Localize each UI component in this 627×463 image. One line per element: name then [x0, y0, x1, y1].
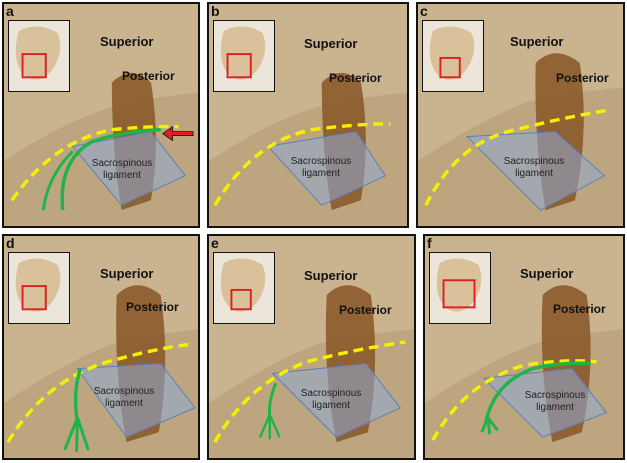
bone-scene: [209, 4, 407, 226]
panel-letter: d: [6, 235, 15, 251]
dashed-line: [431, 359, 597, 441]
bone-scene: [4, 4, 198, 226]
inset-red-box: [230, 288, 252, 311]
ligament-shape: [266, 131, 387, 206]
arrow-icon: [162, 126, 194, 142]
dashed-line: [10, 124, 179, 202]
inset-red-box: [21, 285, 47, 311]
inset-red-box: [226, 53, 252, 79]
ligament-label: Sacrospinous ligament: [515, 390, 595, 414]
ligament-label-line2: ligament: [515, 168, 553, 179]
panel-c: c Superior Posterior Sacrospinous ligame…: [416, 2, 625, 228]
posterior-label: Posterior: [556, 71, 609, 85]
ligament-label: Sacrospinous ligament: [82, 158, 162, 182]
dashed-line: [6, 342, 193, 443]
ligament-label-line1: Sacrospinous: [503, 156, 565, 167]
posterior-label: Posterior: [126, 300, 179, 314]
ligament-label-line2: ligament: [312, 400, 350, 411]
panel-letter: c: [420, 3, 428, 19]
superior-label: Superior: [304, 36, 358, 51]
ligament-label: Sacrospinous ligament: [494, 156, 574, 180]
ligament-label-line2: ligament: [302, 168, 340, 179]
inset-red-box: [439, 56, 461, 79]
panel-a: a Superior Posterior Sacrospinous ligame…: [2, 2, 200, 228]
inset-thumbnail: [429, 252, 491, 324]
dashed-line: [213, 122, 391, 207]
ligament-label-line1: Sacrospinous: [524, 390, 586, 401]
ligament-label-line2: ligament: [103, 170, 141, 181]
panel-letter: b: [211, 3, 220, 19]
ligament-shape: [71, 131, 187, 206]
ligament-label-line1: Sacrospinous: [91, 158, 153, 169]
nerve-path: [484, 361, 590, 423]
ligament-shape: [482, 368, 608, 438]
ligament-label-line1: Sacrospinous: [290, 156, 352, 167]
panel-e: e Superior Posterior Sacrospinous ligame…: [207, 234, 416, 460]
inset-thumbnail: [213, 252, 275, 324]
nerve-branch: [258, 414, 281, 440]
ligament-label-line1: Sacrospinous: [93, 386, 155, 397]
panel-letter: a: [6, 3, 14, 19]
ligament-shape: [271, 363, 402, 438]
dashed-line: [213, 340, 406, 443]
inset-thumbnail: [8, 252, 70, 324]
inset-thumbnail: [422, 20, 484, 92]
nerve-branch: [41, 150, 74, 211]
ligament-label: Sacrospinous ligament: [281, 156, 361, 180]
bone-scene: [4, 236, 198, 458]
superior-label: Superior: [520, 266, 574, 281]
panel-letter: f: [427, 235, 432, 251]
panel-letter: e: [211, 235, 219, 251]
inset-red-box: [21, 53, 47, 79]
inset-thumbnail: [8, 20, 70, 92]
panel-f: f Superior Posterior Sacrospinous ligame…: [423, 234, 625, 460]
inset-red-box: [442, 279, 476, 309]
ligament-label: Sacrospinous ligament: [291, 388, 371, 412]
ligament-shape: [76, 363, 196, 438]
superior-label: Superior: [100, 266, 154, 281]
ligament-label-line2: ligament: [105, 398, 143, 409]
nerve-path: [60, 127, 161, 211]
nerve-branch: [480, 416, 499, 435]
nerve-branch: [63, 417, 90, 452]
posterior-label: Posterior: [553, 302, 606, 316]
panel-b: b Superior Posterior Sacrospinous ligame…: [207, 2, 409, 228]
ligament-shape: [465, 131, 606, 211]
panel-d: d Superior Posterior Sacrospinous ligame…: [2, 234, 200, 460]
ligament-label-line2: ligament: [536, 402, 574, 413]
ligament-label-line1: Sacrospinous: [300, 388, 362, 399]
posterior-label: Posterior: [329, 71, 382, 85]
posterior-label: Posterior: [339, 303, 392, 317]
ligament-label: Sacrospinous ligament: [84, 386, 164, 410]
superior-label: Superior: [100, 34, 154, 49]
superior-label: Superior: [304, 268, 358, 283]
dashed-line: [424, 108, 610, 206]
inset-thumbnail: [213, 20, 275, 92]
posterior-label: Posterior: [122, 69, 175, 83]
bone-scene: [209, 236, 414, 458]
superior-label: Superior: [510, 34, 564, 49]
